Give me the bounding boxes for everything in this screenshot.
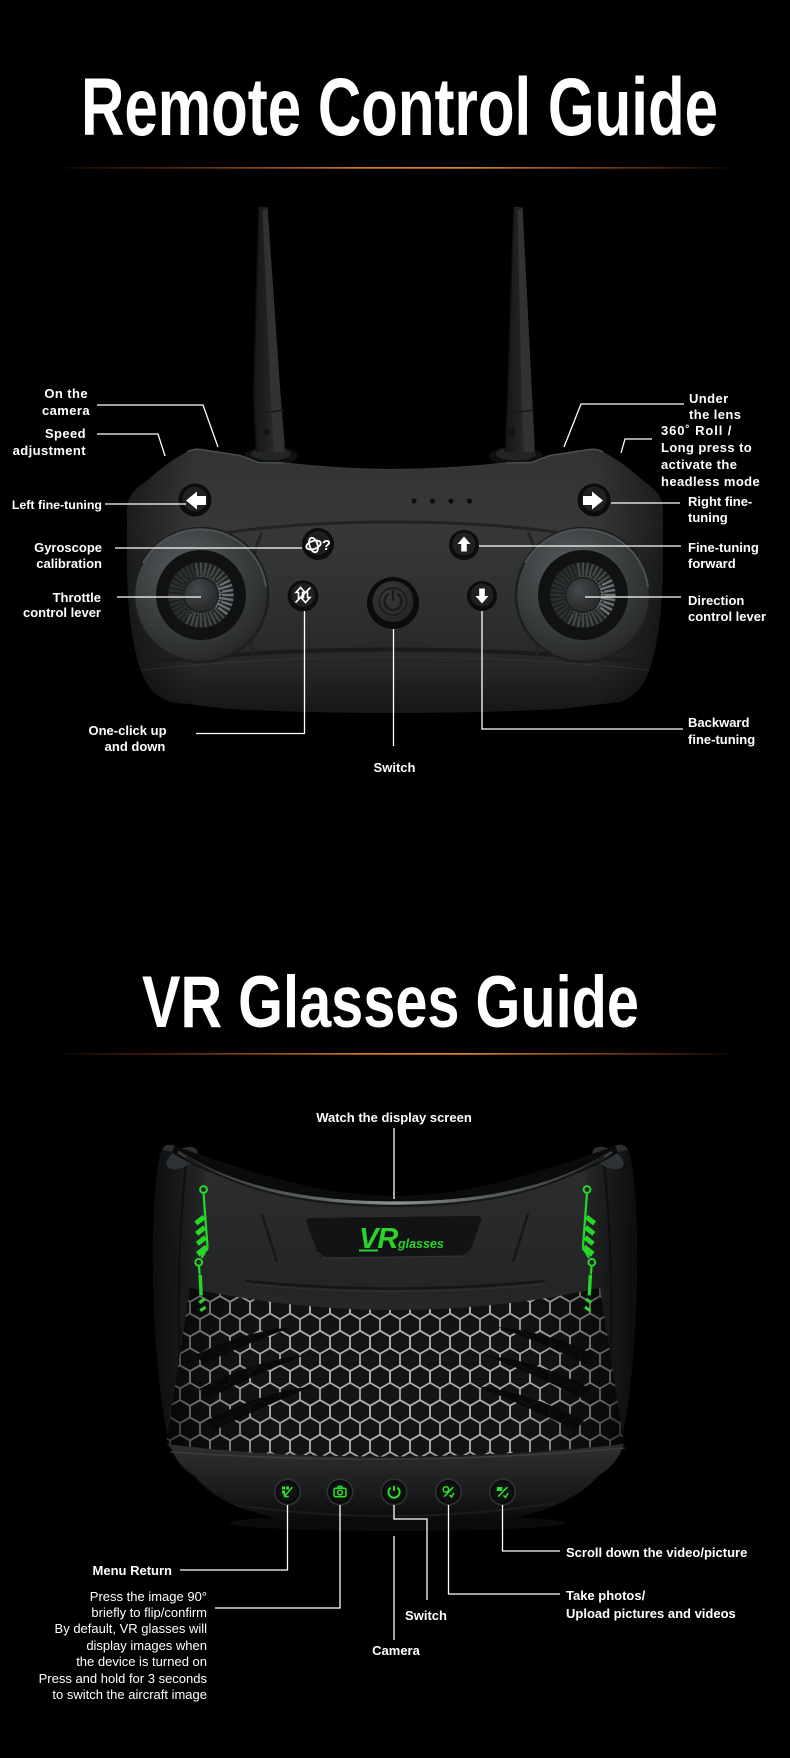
svg-text:Direction: Direction <box>688 593 744 608</box>
svg-text:control lever: control lever <box>688 609 766 624</box>
svg-text:calibration: calibration <box>36 556 102 571</box>
svg-text:Throttle: Throttle <box>53 590 101 605</box>
svg-text:the device is turned on: the device is turned on <box>76 1654 207 1669</box>
svg-text:On the: On the <box>44 386 88 401</box>
svg-text:Menu Return: Menu Return <box>93 1563 173 1578</box>
svg-text:By default, VR glasses will: By default, VR glasses will <box>55 1621 208 1636</box>
svg-text:Long press to: Long press to <box>661 440 752 455</box>
svg-text:Upload pictures and videos: Upload pictures and videos <box>566 1606 736 1621</box>
svg-text:and down: and down <box>105 739 166 754</box>
svg-text:tuning: tuning <box>688 510 728 525</box>
svg-text:Scroll down the video/picture: Scroll down the video/picture <box>566 1545 747 1560</box>
svg-text:Press the image 90°: Press the image 90° <box>90 1589 207 1604</box>
svg-text:Camera: Camera <box>372 1643 420 1658</box>
svg-text:360˚ Roll /: 360˚ Roll / <box>661 423 732 438</box>
svg-text:Remote Control Guide: Remote Control Guide <box>81 62 718 153</box>
svg-text:headless mode: headless mode <box>661 474 760 489</box>
svg-text:to switch the aircraft image: to switch the aircraft image <box>52 1687 207 1702</box>
svg-text:Take photos/: Take photos/ <box>566 1588 646 1603</box>
svg-text:Gyroscope: Gyroscope <box>34 540 102 555</box>
svg-text:Switch: Switch <box>374 760 416 775</box>
svg-text:VR Glasses Guide: VR Glasses Guide <box>142 962 639 1043</box>
svg-text:Switch: Switch <box>405 1608 447 1623</box>
svg-text:glasses: glasses <box>397 1237 444 1251</box>
svg-text:Left fine-tuning: Left fine-tuning <box>12 498 102 512</box>
svg-text:activate the: activate the <box>661 457 737 472</box>
svg-text:Under: Under <box>689 391 729 406</box>
svg-text:Press and hold for 3 seconds: Press and hold for 3 seconds <box>39 1671 208 1686</box>
svg-text:Fine-tuning: Fine-tuning <box>688 540 759 555</box>
svg-text:?: ? <box>322 538 331 554</box>
svg-text:Watch the display screen: Watch the display screen <box>316 1110 472 1125</box>
svg-text:One-click up: One-click up <box>88 723 166 738</box>
svg-text:camera: camera <box>42 403 90 418</box>
svg-text:Right fine-: Right fine- <box>688 494 752 509</box>
svg-text:display images when: display images when <box>86 1638 207 1653</box>
svg-text:fine-tuning: fine-tuning <box>688 732 755 747</box>
svg-text:adjustment: adjustment <box>13 443 87 458</box>
svg-text:the lens: the lens <box>689 407 741 422</box>
svg-text:control lever: control lever <box>23 605 101 620</box>
svg-text:Speed: Speed <box>45 426 86 441</box>
svg-text:forward: forward <box>688 556 736 571</box>
svg-text:Backward: Backward <box>688 715 749 730</box>
svg-text:briefly to flip/confirm: briefly to flip/confirm <box>91 1605 207 1620</box>
